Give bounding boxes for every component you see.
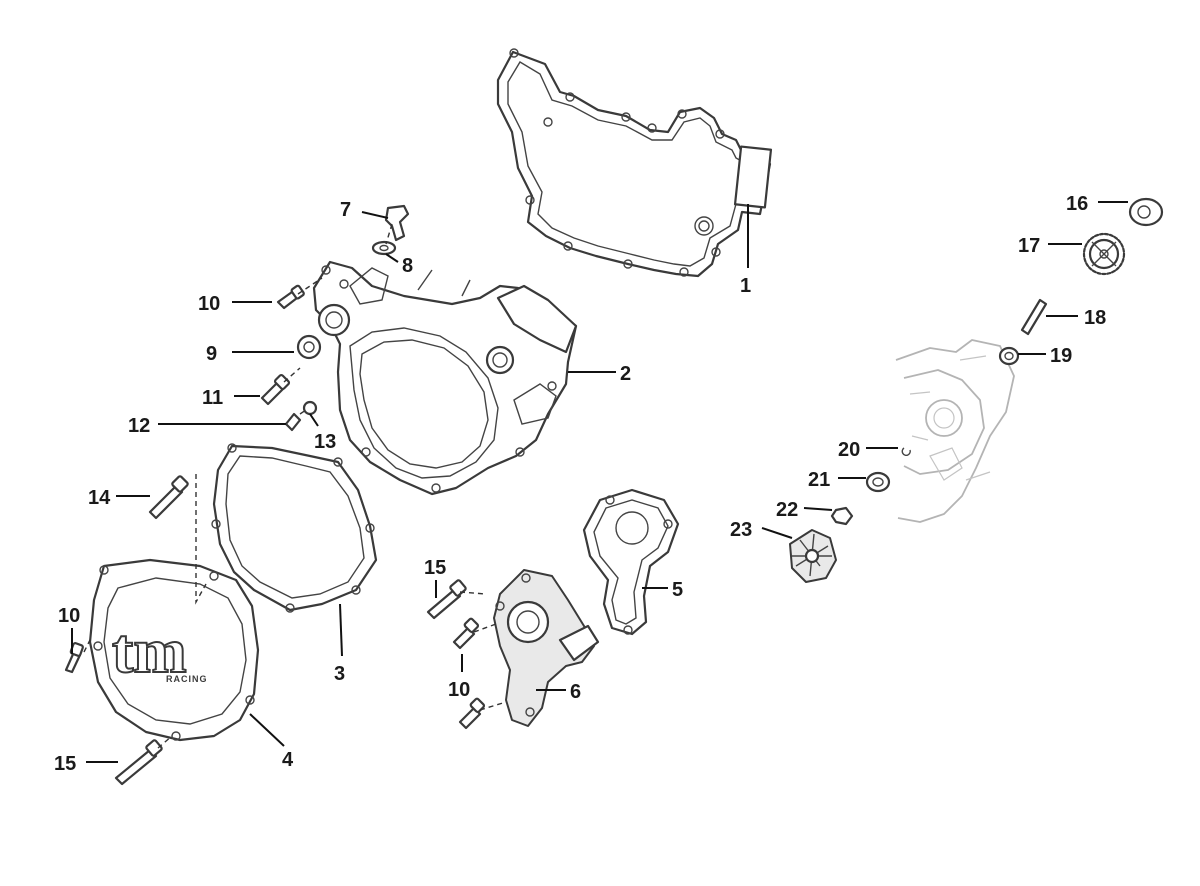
callout-2: 2 [620, 363, 631, 385]
part-5-water-pump-gasket [582, 488, 680, 636]
callout-10-left: 10 [58, 605, 80, 627]
callout-23: 23 [730, 519, 752, 541]
callout-8: 8 [402, 255, 413, 277]
callout-16: 16 [1066, 193, 1088, 215]
part-19-shaft-seal [998, 346, 1020, 366]
part-17-pump-gear [1082, 232, 1126, 276]
part-15-bolt-left [114, 739, 163, 786]
callout-10-pump: 10 [448, 679, 470, 701]
part-15-bolt-pump [426, 579, 467, 620]
callout-9: 9 [206, 343, 217, 365]
part-21-bearing [865, 471, 891, 493]
part-16-bearing [1128, 197, 1164, 227]
part-1-crankcase-gasket [496, 48, 773, 278]
part-3-cover-gasket [211, 443, 378, 613]
part-12-bolt [284, 412, 302, 432]
callout-10: 10 [198, 293, 220, 315]
part-13-washer [302, 400, 318, 416]
callout-19: 19 [1050, 345, 1072, 367]
callout-13: 13 [314, 431, 336, 453]
cover-logo-main: tm [112, 615, 187, 686]
part-11-bolt [260, 373, 291, 406]
callout-17: 17 [1018, 235, 1040, 257]
part-23-impeller [789, 529, 837, 583]
callout-21: 21 [808, 469, 830, 491]
part-8-washer [371, 240, 397, 256]
cover-logo-sub: RACING [166, 674, 208, 684]
engine-case-reference [895, 339, 1015, 523]
part-10-bolt [276, 284, 305, 310]
part-2-inner-clutch-cover [312, 260, 578, 496]
callout-3: 3 [334, 663, 345, 685]
part-10-bolt-pump-lower [458, 697, 486, 730]
part-6-water-pump-cover [493, 569, 600, 727]
leader-lines [71, 201, 1128, 763]
callout-6: 6 [570, 681, 581, 703]
callout-22: 22 [776, 499, 798, 521]
part-10-bolt-left [64, 642, 84, 674]
callouts: 1 2 3 4 5 6 7 8 9 10 11 12 13 14 15 16 1… [54, 193, 1106, 775]
callout-1: 1 [740, 275, 751, 297]
callout-20: 20 [838, 439, 860, 461]
callout-5: 5 [672, 579, 683, 601]
callout-14: 14 [88, 487, 111, 509]
part-22-nut [830, 506, 854, 526]
callout-4: 4 [282, 749, 294, 771]
alignment-lines [83, 223, 507, 749]
part-7-plug-screw [384, 204, 410, 242]
callout-15-left: 15 [54, 753, 76, 775]
callout-18: 18 [1084, 307, 1106, 329]
part-14-bolt [148, 475, 189, 520]
callout-12: 12 [128, 415, 150, 437]
part-4-outer-clutch-cover: tm RACING [88, 558, 260, 742]
callout-15: 15 [424, 557, 446, 579]
part-18-pump-shaft [1020, 298, 1048, 336]
part-10-bolt-pump-upper [452, 617, 480, 650]
part-20-circlip [901, 447, 911, 456]
callout-11: 11 [202, 387, 223, 409]
part-9-seal-ring [296, 334, 322, 360]
callout-7: 7 [340, 199, 351, 221]
